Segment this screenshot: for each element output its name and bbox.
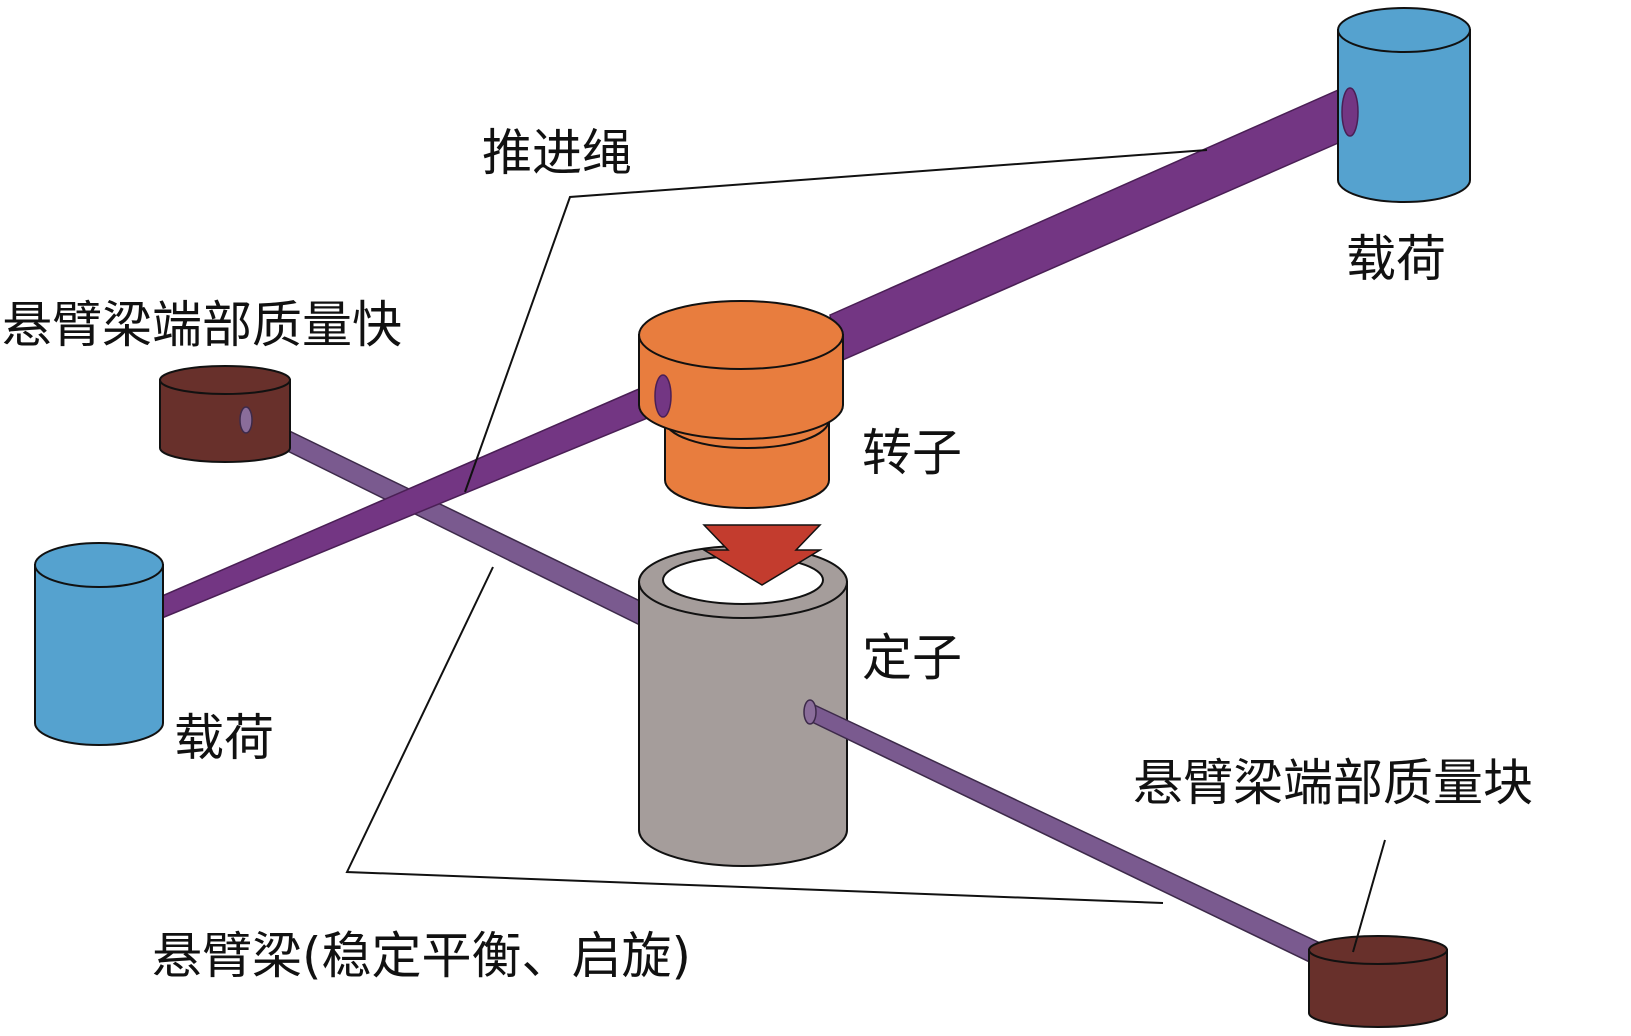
leader-push-rope [464,149,1208,493]
tether-end-rotor [654,374,672,418]
leader-lines [345,149,1386,953]
leader-mass-block-right [1352,839,1386,953]
label-mass-block-left: 悬臂梁端部质量快 [2,296,402,354]
cantilever-beam-front [806,700,1321,969]
stator [638,545,848,867]
down-arrow-icon [701,524,823,586]
payload-left [34,542,164,746]
cantilever-beam-end-right [803,699,817,725]
label-push-rope: 推进绳 [482,124,632,182]
label-cantilever: 悬臂梁(稳定平衡、启旋) [152,927,691,985]
label-payload-left: 载荷 [174,709,274,767]
rotor [638,300,844,509]
cantilever-beam-end-left [239,406,253,434]
label-stator: 定子 [862,629,962,687]
tether-end-right [1341,87,1359,137]
label-payload-right: 载荷 [1346,230,1446,288]
label-mass-block-right: 悬臂梁端部质量块 [1133,754,1533,812]
label-rotor: 转子 [862,424,962,482]
payload-right [1337,7,1471,203]
leader-cantilever [345,566,1164,904]
mass-block-left [159,365,291,463]
tether-right [829,85,1353,364]
mass-block-right [1308,935,1448,1028]
